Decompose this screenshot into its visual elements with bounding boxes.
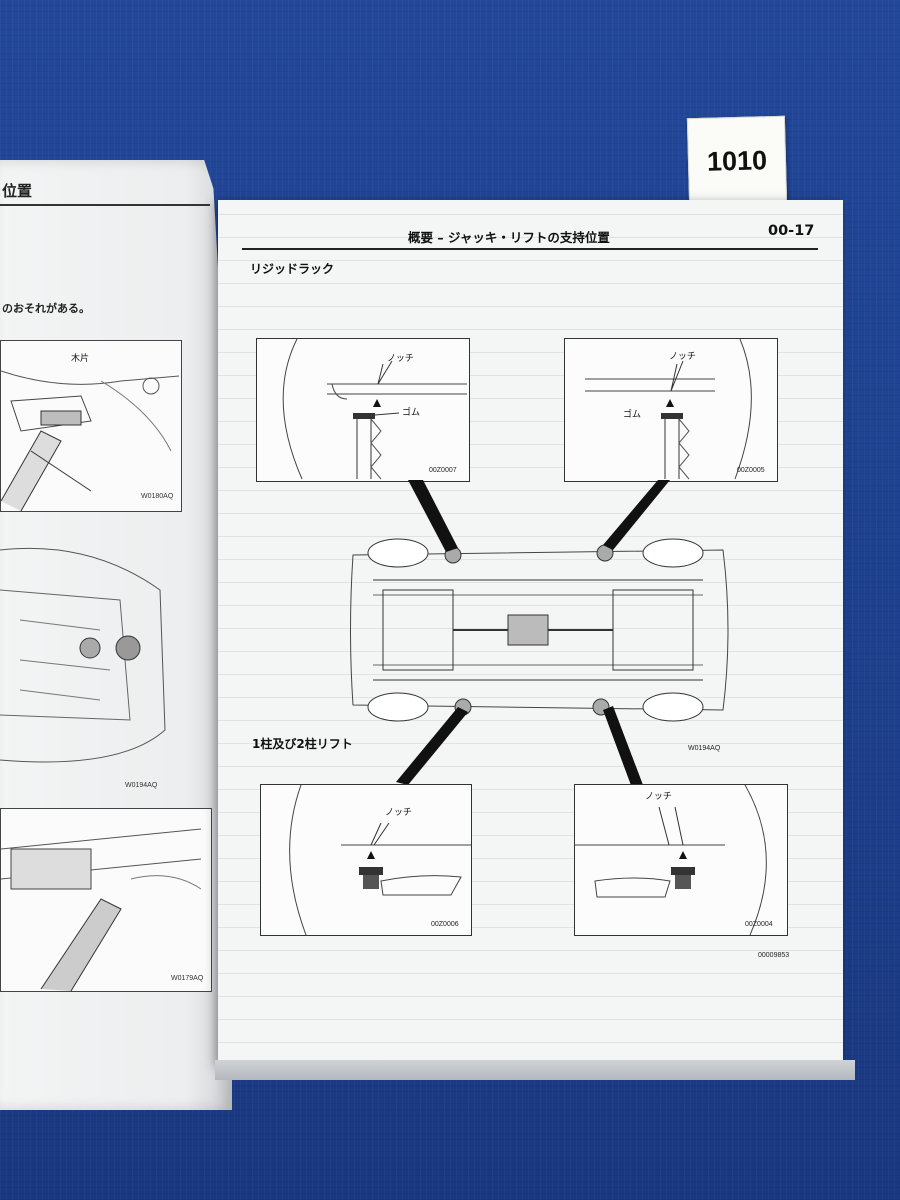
left-bottom-figure: W0179AQ bbox=[0, 808, 212, 992]
left-page-title: 位置 bbox=[2, 182, 33, 200]
left-page: 位置 のおそれがある。 木片 W0180AQ W0194AQ bbox=[0, 160, 232, 1110]
fig-code-bl: 00Z0006 bbox=[431, 921, 459, 928]
chassis-underbody-illustration bbox=[350, 538, 729, 722]
left-middle-figure: W0194AQ bbox=[0, 530, 170, 800]
wood-block-label: 木片 bbox=[71, 354, 90, 364]
item-number: 1010 bbox=[706, 144, 768, 177]
lift-front-illustration bbox=[289, 785, 471, 935]
rubber-label-tr: ゴム bbox=[623, 410, 642, 420]
notch-label-tr: ノッチ bbox=[669, 352, 696, 362]
section-lift: 1柱及び2柱リフト bbox=[252, 737, 353, 751]
page-stack-edge bbox=[215, 1060, 855, 1080]
left-top-figure-code: W0180AQ bbox=[141, 493, 174, 500]
page-header-rule bbox=[242, 248, 818, 250]
page-header-title: 概要 – ジャッキ・リフトの支持位置 bbox=[408, 230, 610, 245]
chassis-code: W0194AQ bbox=[688, 745, 721, 752]
section-rigid-rack: リジッドラック bbox=[250, 262, 335, 276]
notch-label-tl: ノッチ bbox=[387, 354, 414, 364]
fig-code-br: 00Z0004 bbox=[745, 921, 773, 928]
jack-under-body-illustration bbox=[0, 370, 180, 512]
left-middle-figure-code: W0194AQ bbox=[125, 782, 158, 789]
left-header-rule bbox=[0, 204, 210, 206]
item-number-tag: 1010 bbox=[686, 115, 788, 207]
lift-front-figure: ノッチ 00Z0006 bbox=[260, 784, 472, 936]
right-page: 概要 – ジャッキ・リフトの支持位置 00-17 リジッドラック ノッチ ゴム … bbox=[218, 200, 843, 1065]
callout-lines bbox=[396, 480, 670, 788]
fig-code-tr: 00Z0005 bbox=[737, 467, 765, 474]
left-top-figure: 木片 W0180AQ bbox=[0, 340, 182, 512]
lift-rear-figure: ノッチ 00Z0004 bbox=[574, 784, 788, 936]
page-figure-code: 00009853 bbox=[758, 952, 790, 959]
rubber-label-tl: ゴム bbox=[402, 408, 421, 418]
chassis-side-illustration bbox=[0, 547, 166, 763]
jack-lift-illustration bbox=[0, 828, 202, 992]
fig-code-tl: 00Z0007 bbox=[429, 467, 457, 474]
notch-label-br: ノッチ bbox=[645, 792, 672, 802]
rigid-rack-front-figure: ノッチ ゴム 00Z0007 bbox=[256, 338, 470, 482]
left-warning-text: のおそれがある。 bbox=[2, 302, 90, 315]
rigid-rack-rear-illustration bbox=[585, 339, 752, 480]
lift-rear-illustration bbox=[575, 785, 767, 935]
notch-label-bl: ノッチ bbox=[385, 808, 412, 818]
left-bottom-figure-code: W0179AQ bbox=[171, 975, 204, 982]
page-number: 00-17 bbox=[768, 223, 815, 239]
rigid-rack-front-illustration bbox=[282, 339, 467, 480]
rigid-rack-rear-figure: ノッチ ゴム 00Z0005 bbox=[564, 338, 778, 482]
